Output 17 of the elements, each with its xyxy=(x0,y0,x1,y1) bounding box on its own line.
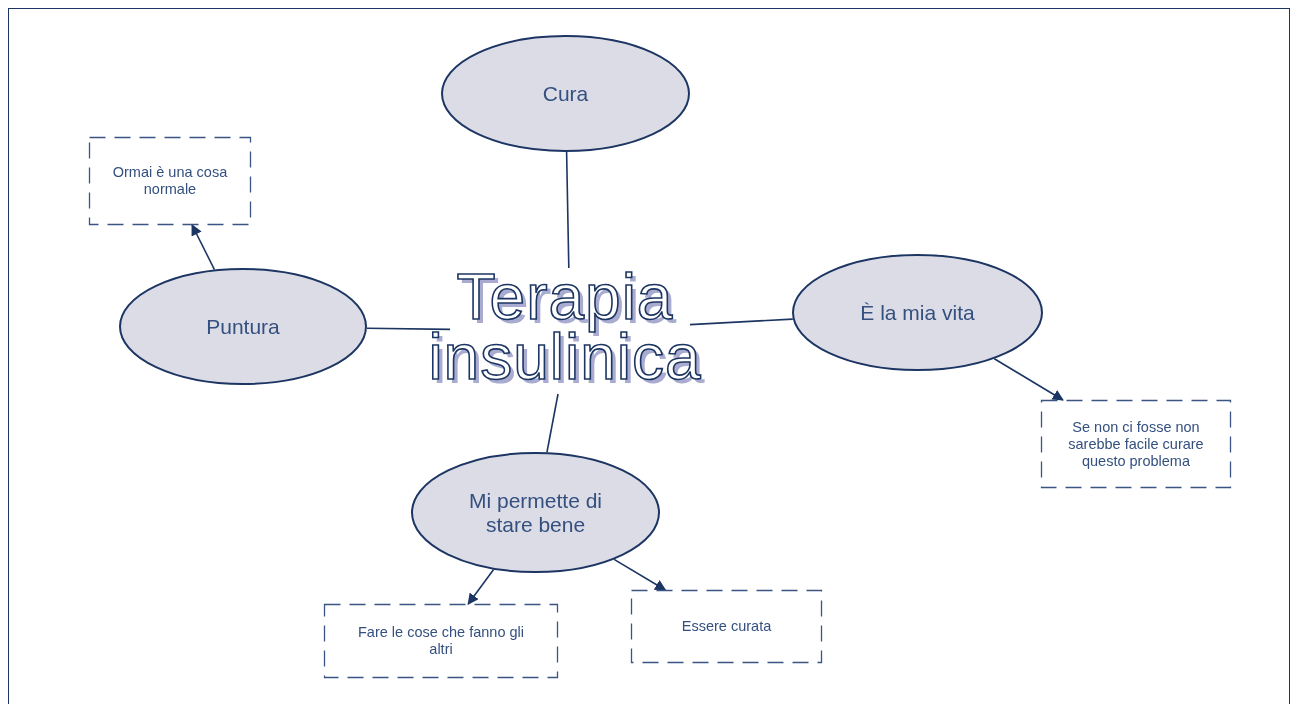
arrow xyxy=(993,357,1064,401)
note-text: Ormai è una cosa normale xyxy=(111,164,229,198)
concept-label: Puntura xyxy=(206,314,280,339)
connector-line xyxy=(366,327,451,331)
arrow xyxy=(613,558,667,591)
note-text: Se non ci fosse non sarebbe facile curare questo problema xyxy=(1067,418,1205,470)
concept-label: Cura xyxy=(542,81,589,106)
arrow xyxy=(467,568,495,605)
central-title: Terapia insulinica xyxy=(415,267,715,387)
connector-line xyxy=(546,393,559,454)
connector-line xyxy=(565,151,570,269)
note-text: Fare le cose che fanno gli altri xyxy=(356,624,525,658)
arrow xyxy=(191,224,216,271)
connector-line xyxy=(689,318,794,326)
note-text: Essere curata xyxy=(681,618,772,635)
concept-label: È la mia vita xyxy=(860,300,975,325)
concept-label: Mi permette di stare bene xyxy=(467,488,603,537)
